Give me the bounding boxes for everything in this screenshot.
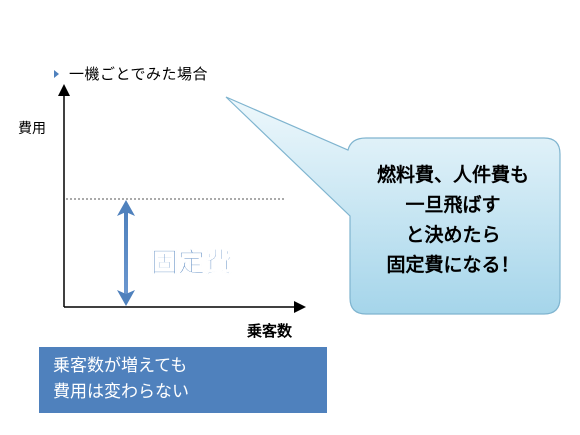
bullet-heading: 一機ごとでみた場合 [54, 62, 208, 84]
x-axis-label: 乗客数 [247, 322, 293, 340]
note-line-1: 乗客数が増えても [53, 356, 188, 376]
bullet-marker-icon [54, 69, 59, 78]
callout-line-3: と決めたら [405, 224, 501, 246]
note-box: 乗客数が増えても 費用は変わらない [39, 347, 327, 413]
fixed-cost-label: 固定費 [151, 247, 232, 279]
note-line-2: 費用は変わらない [53, 382, 189, 402]
callout-text: 燃料費、人件費も 一旦飛ばす と決めたら 固定費になる！ [343, 160, 563, 280]
bullet-heading-text: 一機ごとでみた場合 [69, 64, 209, 83]
y-axis-label: 費用 [18, 121, 46, 137]
callout-line-2: 一旦飛ばす [405, 194, 501, 216]
fixed-cost-double-arrow-icon [117, 200, 135, 306]
callout-line-4: 固定費になる！ [386, 254, 520, 276]
callout-line-1: 燃料費、人件費も [376, 164, 529, 186]
callout-bubble [225, 96, 561, 315]
